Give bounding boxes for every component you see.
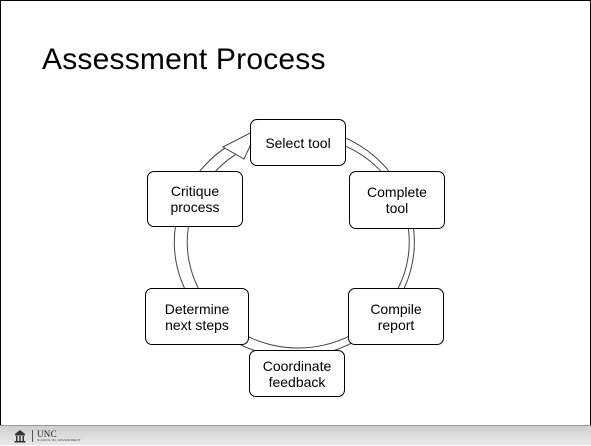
step-critique-process: Critique process <box>147 171 243 227</box>
step-coordinate-feedback: Coordinate feedback <box>249 350 345 397</box>
slide-title: Assessment Process <box>42 43 326 76</box>
step-complete-tool: Complete tool <box>349 171 445 229</box>
footer-separator <box>32 430 33 442</box>
step-compile-report: Compile report <box>348 288 444 345</box>
step-determine-next-steps: Determine next steps <box>145 288 249 345</box>
footer-bar: UNC SCHOOL OF GOVERNMENT <box>0 425 591 445</box>
footer-org-subtitle: SCHOOL OF GOVERNMENT <box>37 438 81 442</box>
old-well-icon <box>14 430 26 443</box>
footer-org-name: UNC <box>37 429 57 439</box>
step-select-tool: Select tool <box>250 119 346 166</box>
